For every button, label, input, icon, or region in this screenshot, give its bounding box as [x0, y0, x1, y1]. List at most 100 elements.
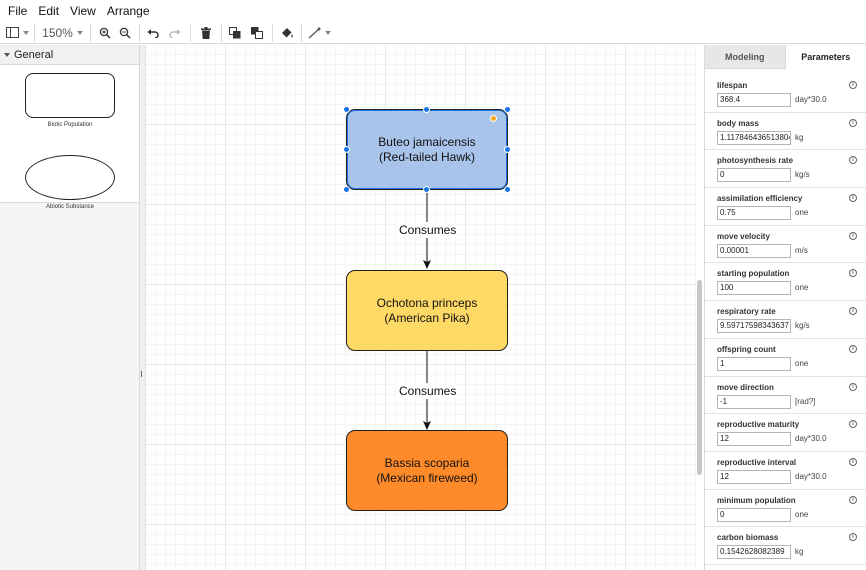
to-back-icon [251, 26, 263, 39]
delete-button[interactable] [193, 23, 219, 43]
node-american-pika[interactable]: Ochotona princeps (American Pika) [346, 270, 508, 351]
zoom-out-button[interactable] [115, 23, 135, 43]
param-value-input[interactable]: 9.59717598343637 [717, 319, 791, 334]
resize-handle-n[interactable] [423, 106, 430, 113]
resize-handle-se[interactable] [504, 186, 511, 193]
shape-label-abiotic: Abiotic Substance [45, 204, 95, 210]
param-unit: kg/s [795, 321, 810, 331]
node-mexican-fireweed[interactable]: Bassia scoparia (Mexican fireweed) [346, 430, 508, 511]
edge-label-consumes[interactable]: Consumes [397, 222, 459, 238]
param-label: move direction [717, 382, 774, 392]
tab-modeling[interactable]: Modeling [705, 45, 786, 69]
param-value-input[interactable]: 12 [717, 469, 791, 484]
to-back-button[interactable] [246, 23, 268, 43]
param-value-input[interactable]: 0 [717, 168, 791, 183]
shape-label-biotic: Biotic Population [47, 122, 93, 128]
info-icon[interactable]: i [849, 457, 857, 466]
chevron-down-icon [22, 30, 29, 35]
splitter-grip [141, 371, 144, 377]
shape-sidebar: General Biotic Population Abiotic Substa… [0, 45, 140, 570]
param-unit: day*30.0 [795, 95, 827, 104]
corner-radius-handle[interactable] [490, 115, 497, 122]
edge-label-consumes[interactable]: Consumes [397, 383, 459, 399]
info-icon[interactable]: i [849, 382, 857, 391]
resize-handle-w[interactable] [343, 146, 350, 153]
param-label: offspring count [717, 344, 776, 354]
resize-handle-ne[interactable] [504, 106, 511, 113]
fill-color-button[interactable] [275, 23, 299, 43]
toolbar: 150% [0, 22, 866, 44]
resize-handle-e[interactable] [504, 146, 511, 153]
resize-handle-sw[interactable] [343, 186, 350, 193]
diagram-canvas[interactable]: Buteo jamaicensis (Red-tailed Hawk) Ocho… [146, 45, 696, 570]
info-icon[interactable]: i [849, 344, 857, 353]
info-icon[interactable]: i [849, 81, 857, 89]
resize-handle-s[interactable] [423, 186, 430, 193]
undo-button[interactable] [142, 23, 164, 43]
connector-icon [308, 27, 320, 38]
param-value-input[interactable]: 100 [717, 281, 791, 296]
zoom-level: 150% [42, 25, 73, 40]
panel-toggle-button[interactable] [0, 23, 34, 43]
redo-button[interactable] [164, 23, 186, 43]
shape-biotic-population[interactable] [25, 73, 115, 118]
panel-layout-icon [5, 27, 19, 38]
menu-view[interactable]: View [70, 4, 96, 18]
node-label-line1: Buteo jamaicensis [378, 134, 476, 149]
param-row: starting population i 100 one [705, 263, 866, 302]
param-label: starting population [717, 269, 790, 279]
canvas-scrollbar[interactable] [697, 280, 702, 475]
param-value-input[interactable]: 1.117846436513804 [717, 130, 791, 145]
zoom-select[interactable]: 150% [35, 23, 90, 43]
info-icon[interactable]: i [849, 495, 857, 504]
param-value-input[interactable]: -1 [717, 394, 791, 409]
panel-tabs: Modeling Parameters [705, 45, 866, 69]
param-unit: day*30.0 [795, 471, 827, 481]
zoom-out-icon [119, 27, 131, 39]
node-label-line1: Ochotona princeps [376, 295, 478, 310]
menu-file[interactable]: File [8, 4, 28, 18]
info-icon[interactable]: i [849, 156, 857, 165]
param-unit: m/s [795, 245, 808, 255]
info-icon[interactable]: i [849, 231, 857, 240]
info-icon[interactable]: i [849, 118, 857, 127]
sidebar-splitter[interactable] [140, 45, 146, 570]
resize-handle-nw[interactable] [343, 106, 350, 113]
param-label: carbon biomass [717, 533, 779, 543]
shape-abiotic-substance[interactable] [25, 155, 115, 200]
tab-parameters[interactable]: Parameters [785, 45, 866, 69]
node-label-line2: (Mexican fireweed) [376, 470, 478, 485]
param-value-input[interactable]: 12 [717, 432, 791, 447]
redo-icon [169, 28, 181, 38]
toolbar-divider [190, 23, 191, 42]
waypoints-button[interactable] [304, 23, 334, 43]
info-icon[interactable]: i [849, 194, 857, 203]
param-value-input[interactable]: 0.1542628082389 [717, 545, 791, 560]
menu-arrange[interactable]: Arrange [106, 4, 150, 18]
info-icon[interactable]: i [849, 307, 857, 316]
param-value-input[interactable]: 368.4 [717, 93, 791, 107]
param-value-input[interactable]: 0.75 [717, 206, 791, 221]
param-unit: one [795, 283, 809, 293]
menu-edit[interactable]: Edit [38, 4, 60, 18]
trash-icon [201, 26, 211, 39]
node-red-tailed-hawk[interactable]: Buteo jamaicensis (Red-tailed Hawk) [346, 109, 508, 190]
param-value-input[interactable]: 1 [717, 356, 791, 371]
info-icon[interactable]: i [849, 533, 857, 542]
param-label: assimilation efficiency [717, 194, 803, 204]
param-value-input[interactable]: 0 [717, 507, 791, 522]
paint-bucket-icon [281, 27, 293, 37]
info-icon[interactable]: i [849, 269, 857, 278]
to-front-button[interactable] [224, 23, 246, 43]
sidebar-section-general[interactable]: General [0, 45, 139, 65]
param-unit: [rad?] [795, 396, 816, 406]
sidebar-section-title: General [14, 48, 54, 61]
param-value-input[interactable]: 0.00001 [717, 243, 791, 258]
zoom-in-button[interactable] [95, 23, 115, 43]
info-icon[interactable]: i [849, 420, 857, 429]
